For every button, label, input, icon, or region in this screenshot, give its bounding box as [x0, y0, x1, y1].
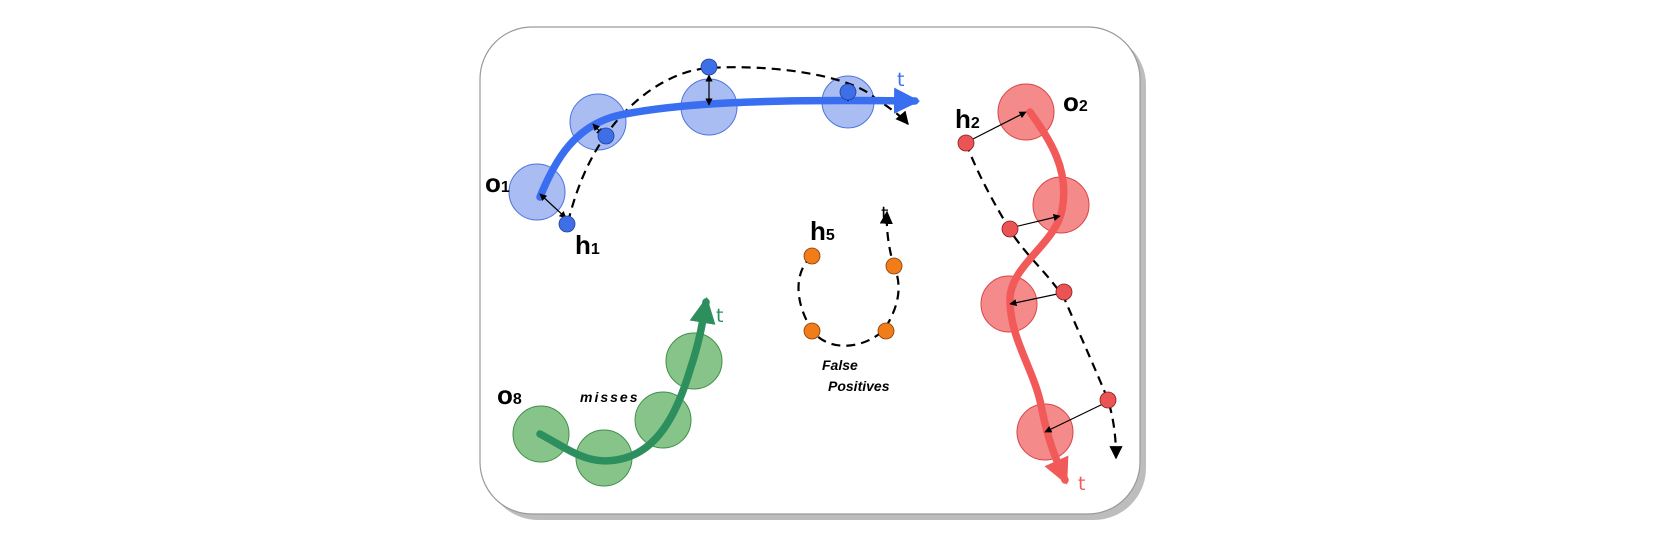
object-o1-circle-1	[508, 163, 566, 221]
hypothesis-h5-point	[877, 322, 895, 340]
label-o2: o2	[1063, 87, 1088, 117]
label-h5: h5	[810, 216, 835, 246]
hypothesis-h2-point	[1099, 391, 1117, 409]
match-line	[970, 111, 1027, 141]
hypothesis-h2-point	[1055, 283, 1073, 301]
track-o8: o8 misses t	[497, 296, 723, 487]
hypothesis-h1-point	[558, 215, 576, 233]
time-label-black: t	[881, 203, 888, 225]
label-o1: o1	[485, 168, 510, 198]
label-o8: o8	[497, 380, 522, 410]
false-positive-track-h5: h5 t False Positives	[797, 203, 903, 394]
track-o2: h2 o2 t	[955, 83, 1123, 495]
hypothesis-h1-point	[839, 83, 857, 101]
label-h1: h1	[575, 230, 600, 260]
label-h2: h2	[955, 104, 980, 134]
track-o1: o1 h1 t	[485, 58, 921, 260]
hypothesis-h1-point	[597, 127, 615, 145]
match-line	[1009, 214, 1061, 229]
time-label-green: t	[716, 305, 723, 327]
object-o1-trajectory-arrow	[536, 87, 921, 201]
label-misses: misses	[580, 389, 639, 405]
hypothesis-h5-point	[803, 247, 821, 265]
label-positives: Positives	[828, 378, 890, 394]
hypothesis-h5-point	[885, 257, 903, 275]
time-label-red: t	[1078, 473, 1085, 495]
hypothesis-h2-point	[957, 134, 975, 152]
hypothesis-h2-point	[1001, 220, 1019, 238]
match-line	[1009, 292, 1063, 307]
time-label-blue: t	[897, 69, 904, 91]
match-line	[1044, 402, 1106, 433]
object-o8-trajectory-arrow	[536, 296, 716, 465]
label-false: False	[822, 357, 858, 373]
match-line	[539, 193, 567, 219]
hypothesis-h5-point	[803, 322, 821, 340]
frame	[479, 26, 1141, 515]
hypothesis-h1-point	[700, 58, 718, 76]
